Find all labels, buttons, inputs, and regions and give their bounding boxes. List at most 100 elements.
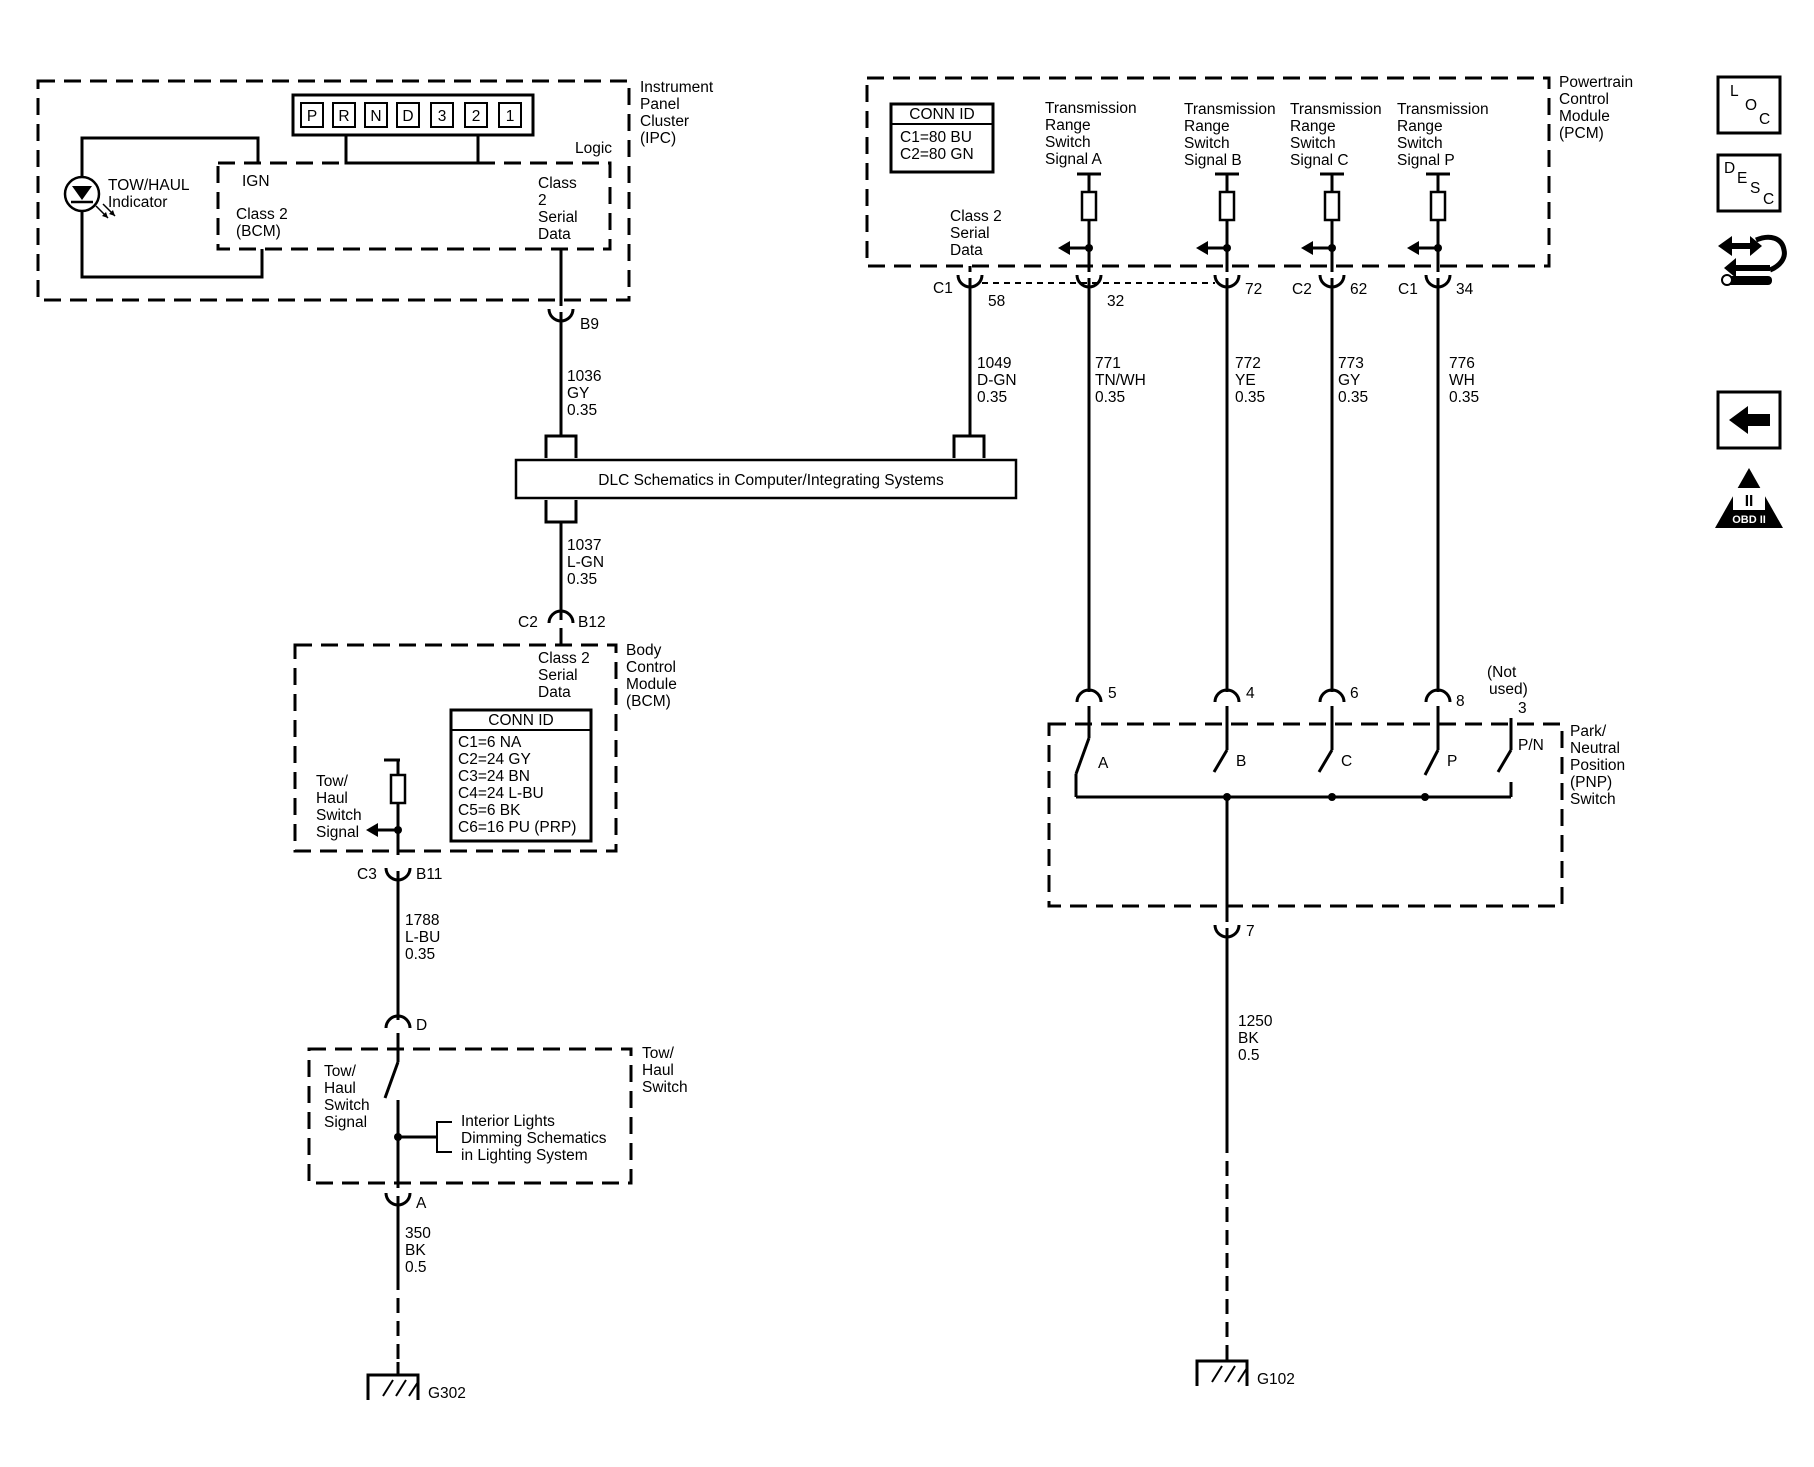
bcm-boundary bbox=[293, 643, 618, 853]
connector-58-label: 58 bbox=[988, 293, 1005, 310]
pnp-contact-p bbox=[1423, 749, 1440, 776]
dlc-box bbox=[514, 458, 1018, 500]
connector-3-label: 3 bbox=[1518, 700, 1527, 717]
connector-b9-label: B9 bbox=[580, 316, 599, 333]
wire-771-label: 771 TN/WH 0.35 bbox=[1095, 355, 1150, 406]
wire-773: 773 GY 0.35 bbox=[1330, 278, 1368, 692]
pnp-switch: Park/ Neutral Position (PNP) Switch A B … bbox=[1047, 706, 1625, 922]
ipc-logic-box bbox=[216, 161, 612, 251]
connector-5-label: 5 bbox=[1108, 685, 1117, 702]
wire-350: A 350 BK 0.5 bbox=[384, 1192, 435, 1362]
pnp-contact-a-label: A bbox=[1098, 755, 1109, 772]
connector-b12-label: B12 bbox=[578, 614, 606, 631]
pcm-name: Powertrain Control Module (PCM) bbox=[1559, 74, 1637, 142]
wrench-arrows-icon[interactable] bbox=[1718, 234, 1787, 286]
pcm-signal-c-circuit bbox=[1301, 172, 1344, 272]
pcm-signal-a-circuit bbox=[1058, 172, 1101, 272]
svg-text:II: II bbox=[1745, 493, 1754, 510]
svg-text:C: C bbox=[1763, 191, 1774, 208]
pnp-connectors: 5 4 6 8 (Not used) 3 bbox=[1075, 664, 1528, 717]
prndl-logic-bus bbox=[344, 135, 480, 165]
prndl-d: D bbox=[402, 108, 413, 125]
connector-62-label: 62 bbox=[1350, 281, 1367, 298]
pnp-boundary bbox=[1047, 722, 1564, 908]
wire-1037: 1037 L-GN 0.35 C2 B12 bbox=[518, 522, 608, 644]
ipc-class2-bcm-label: Class 2 (BCM) bbox=[236, 206, 292, 240]
prndl-2: 2 bbox=[472, 108, 481, 125]
bcm-input-arrow-icon bbox=[366, 823, 378, 837]
pcm-signal-b-label: Transmission Range Switch Signal B bbox=[1184, 101, 1280, 169]
wire-776: 776 WH 0.35 bbox=[1436, 278, 1479, 692]
connector-pnp-4 bbox=[1213, 688, 1241, 703]
ground-g102-label: G102 bbox=[1257, 1371, 1295, 1388]
obd-ii-icon[interactable]: II OBD II bbox=[1715, 468, 1783, 528]
dlc-label: DLC Schematics in Computer/Integrating S… bbox=[598, 472, 944, 489]
wire-1250-label: 1250 BK 0.5 bbox=[1238, 1013, 1277, 1064]
prndl-p: P bbox=[307, 108, 317, 125]
pnp-contact-b bbox=[1212, 749, 1229, 773]
pcm-class2-serial-label: Class 2 Serial Data bbox=[950, 208, 1006, 259]
svg-text:OBD II: OBD II bbox=[1732, 514, 1766, 526]
pnp-contact-a bbox=[1074, 737, 1091, 775]
lights-reference-bracket bbox=[436, 1121, 452, 1153]
svg-text:S: S bbox=[1750, 180, 1760, 197]
pcm-signal-c-label: Transmission Range Switch Signal C bbox=[1290, 101, 1386, 169]
desc-icon[interactable]: D E S C bbox=[1716, 153, 1782, 213]
pcm-signal-b-circuit bbox=[1196, 172, 1239, 272]
pcm-conn-id-title: CONN ID bbox=[909, 106, 974, 123]
connector-4-label: 4 bbox=[1246, 685, 1255, 702]
connector-c2-b12 bbox=[547, 609, 575, 624]
wire-1049-label: 1049 D-GN 0.35 bbox=[977, 355, 1021, 406]
bcm-name: Body Control Module (BCM) bbox=[626, 642, 681, 710]
connector-b11-label: B11 bbox=[416, 866, 442, 883]
connector-pnp-8 bbox=[1424, 688, 1452, 703]
pcm-signal-a-label: Transmission Range Switch Signal A bbox=[1045, 100, 1141, 168]
connector-c1-label: C1 bbox=[933, 280, 953, 297]
wire-1049: 1049 D-GN 0.35 bbox=[968, 278, 1021, 436]
pcm-conn-id-table bbox=[889, 102, 995, 174]
connector-c2-pcm-label: C2 bbox=[1292, 281, 1312, 298]
connector-pnp-6 bbox=[1318, 688, 1346, 703]
connector-8-label: 8 bbox=[1456, 693, 1465, 710]
wire-771: 771 TN/WH 0.35 bbox=[1087, 278, 1150, 692]
loc-icon[interactable]: L O C bbox=[1716, 75, 1782, 135]
prndl-letters: P R N D 3 2 1 bbox=[300, 102, 522, 128]
dlc-terminal-upper-right bbox=[952, 434, 986, 458]
wire-1037-label: 1037 L-GN 0.35 bbox=[567, 537, 608, 588]
svg-text:E: E bbox=[1737, 170, 1747, 187]
pnp-contact-c-label: C bbox=[1341, 753, 1352, 770]
bcm-class2-serial-label: Class 2 Serial Data bbox=[538, 650, 594, 701]
ground-g302-label: G302 bbox=[428, 1385, 466, 1402]
wire-773-label: 773 GY 0.35 bbox=[1338, 355, 1368, 406]
ipc-class2-serial-label: Class 2 Serial Data bbox=[538, 175, 582, 243]
connector-6-label: 6 bbox=[1350, 685, 1359, 702]
wire-1788-label: 1788 L-BU 0.35 bbox=[405, 912, 445, 963]
connector-c2-label: C2 bbox=[518, 614, 538, 631]
ground-g102-icon bbox=[1195, 1348, 1249, 1386]
pnp-contact-pn bbox=[1496, 749, 1513, 773]
pcm-boundary bbox=[865, 76, 1551, 268]
ipc-module: Instrument Panel Cluster (IPC) P R N D 3… bbox=[36, 79, 718, 302]
pcm-signal-p-circuit bbox=[1407, 172, 1450, 272]
ipc-name: Instrument Panel Cluster (IPC) bbox=[640, 79, 718, 147]
wire-1788: C3 B11 1788 L-BU 0.35 D bbox=[357, 866, 445, 1034]
wire-350-label: 350 BK 0.5 bbox=[405, 1225, 435, 1276]
svg-text:D: D bbox=[1724, 160, 1735, 177]
prndl-1: 1 bbox=[506, 108, 515, 125]
back-arrow-icon[interactable] bbox=[1716, 390, 1782, 450]
pcm-connectors: C1 58 32 72 C2 62 C1 34 bbox=[933, 266, 1474, 310]
svg-text:L: L bbox=[1730, 83, 1739, 100]
ipc-boundary bbox=[36, 79, 631, 302]
prndl-r: R bbox=[338, 108, 349, 125]
wire-1036: B9 1036 GY 0.35 bbox=[544, 249, 601, 458]
bcm-module: Body Control Module (BCM) Class 2 Serial… bbox=[293, 642, 681, 855]
connector-34-label: 34 bbox=[1456, 281, 1474, 298]
bcm-conn-id-table bbox=[449, 708, 593, 843]
tow-haul-switch-signal-label: Tow/ Haul Switch Signal bbox=[324, 1063, 374, 1131]
wire-776-label: 776 WH 0.35 bbox=[1449, 355, 1479, 406]
bcm-conn-id-rows: C1=6 NA C2=24 GY C3=24 BN C4=24 L-BU C5=… bbox=[458, 734, 576, 836]
wire-772: 772 YE 0.35 bbox=[1225, 278, 1265, 692]
connector-d bbox=[384, 1014, 412, 1029]
tow-haul-indicator-label: TOW/HAUL Indicator bbox=[108, 177, 193, 211]
